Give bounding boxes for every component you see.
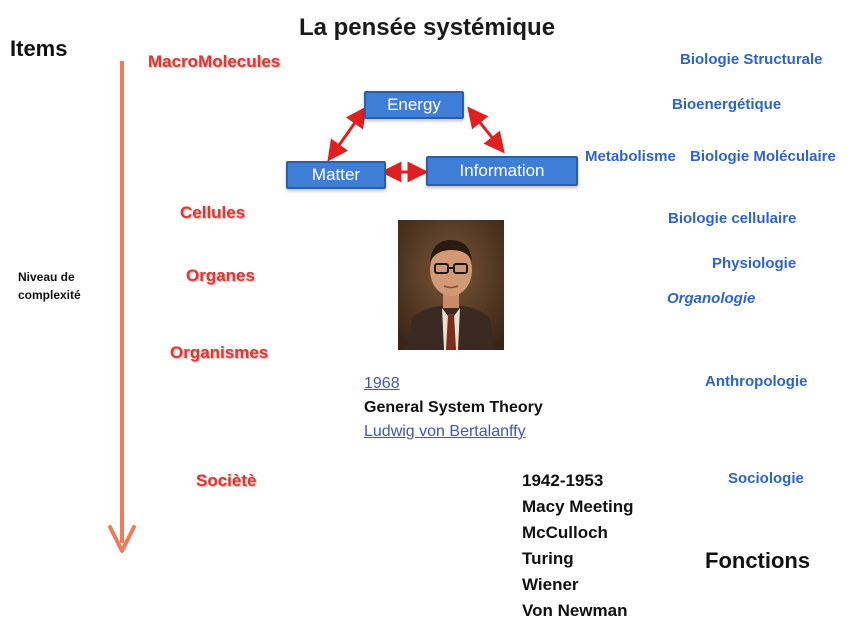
discipline-physiologie: Physiologie bbox=[712, 255, 797, 272]
arrow-energy-information bbox=[467, 106, 505, 154]
discipline-organologie: Organologie bbox=[667, 290, 756, 307]
discipline-biologie-moleculaire: Biologie Moléculaire bbox=[690, 148, 836, 165]
axis-label-line2: complexité bbox=[18, 288, 81, 302]
macy-item: Wiener bbox=[522, 575, 579, 594]
matter-box: Matter bbox=[286, 161, 386, 189]
discipline-biologie-cellulaire: Biologie cellulaire bbox=[668, 210, 797, 227]
discipline-sociologie: Sociologie bbox=[728, 470, 804, 487]
energy-box: Energy bbox=[364, 91, 464, 119]
arrow-matter-energy bbox=[327, 106, 367, 162]
gst-block: 1968 General System Theory Ludwig von Be… bbox=[364, 372, 543, 444]
level-organismes: Organismes bbox=[170, 343, 269, 362]
discipline-metabolisme: Metabolisme bbox=[585, 148, 676, 165]
bertalanffy-portrait bbox=[398, 220, 504, 350]
discipline-biologie-structurale: Biologie Structurale bbox=[680, 51, 823, 68]
macy-item: 1942-1953 bbox=[522, 471, 604, 490]
fonctions-label: Fonctions bbox=[705, 548, 811, 573]
axis-label-line1: Niveau de bbox=[18, 270, 75, 284]
level-organes: Organes bbox=[186, 266, 255, 285]
level-cellules: Cellules bbox=[180, 203, 246, 222]
macy-item: Von Newman bbox=[522, 601, 628, 620]
discipline-bioenergetique: Bioenergétique bbox=[672, 96, 782, 113]
complexity-axis-label: Niveau de complexité bbox=[18, 268, 81, 304]
macy-item: Turing bbox=[522, 549, 574, 568]
gst-title: General System Theory bbox=[364, 399, 543, 416]
page-title: La pensée systémique bbox=[298, 14, 556, 41]
items-heading: Items bbox=[10, 36, 68, 61]
gst-year-link[interactable]: 1968 bbox=[364, 375, 400, 392]
level-societe: Sociètè bbox=[196, 471, 257, 490]
information-box: Information bbox=[426, 156, 578, 186]
discipline-anthropologie: Anthropologie bbox=[705, 373, 808, 390]
macy-item: McCulloch bbox=[522, 523, 608, 542]
macy-item: Macy Meeting bbox=[522, 497, 634, 516]
level-macromolecules: MacroMolecules bbox=[148, 52, 281, 71]
gst-author-link[interactable]: Ludwig von Bertalanffy bbox=[364, 423, 526, 440]
complexity-axis-arrow bbox=[108, 61, 136, 553]
macy-list: 1942-1953 Macy Meeting McCulloch Turing … bbox=[522, 468, 633, 624]
